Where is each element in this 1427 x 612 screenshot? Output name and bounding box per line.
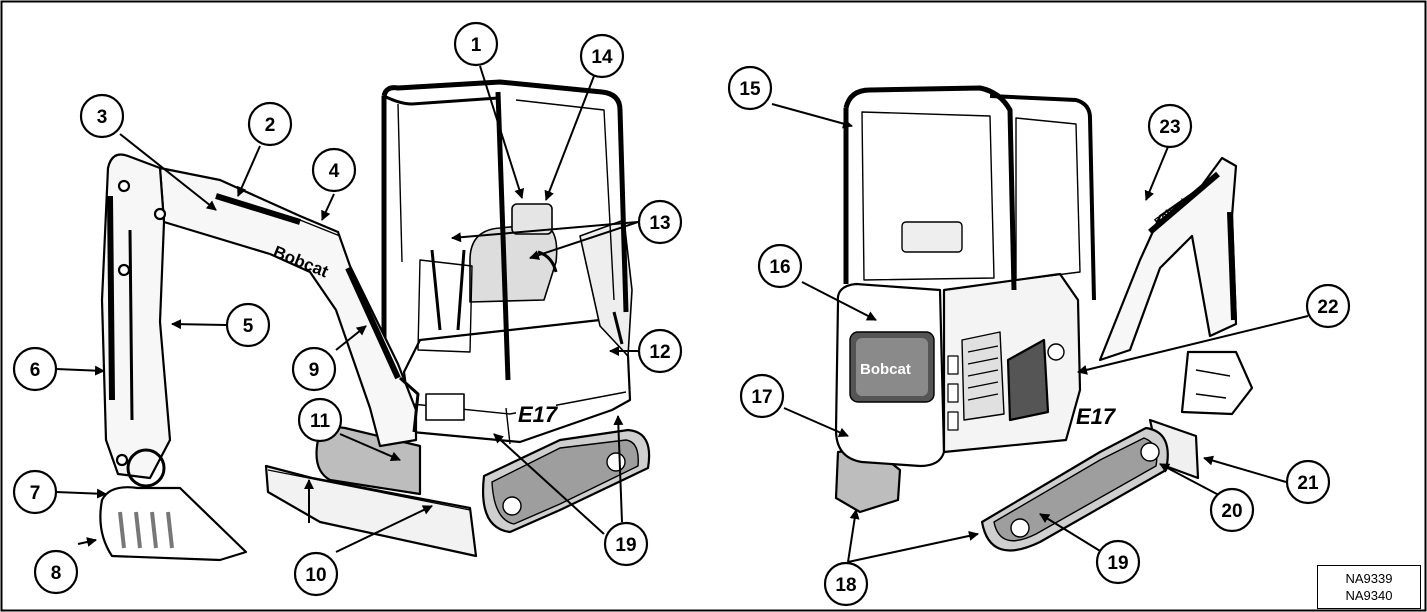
callout-17-label: 17: [751, 387, 772, 408]
figure-code-2: NA9340: [1345, 588, 1393, 603]
callout-14: 14: [579, 33, 625, 79]
callout-12: 12: [637, 328, 683, 374]
boom: [158, 166, 418, 448]
callout-3-label: 3: [97, 107, 108, 128]
callout-21: 21: [1285, 459, 1331, 505]
callout-16-label: 16: [769, 257, 790, 278]
model-badge-rear: E17: [1076, 404, 1117, 429]
bucket: [99, 486, 248, 562]
callout-19-front: 19: [603, 521, 649, 567]
callout-17: 17: [739, 373, 785, 419]
boom-rear: [1098, 156, 1238, 362]
callout-18: 18: [823, 561, 869, 607]
callout-12-label: 12: [649, 342, 670, 363]
callout-8: 8: [33, 549, 79, 595]
callout-3: 3: [79, 93, 125, 139]
callout-16: 16: [757, 243, 803, 289]
callout-23-label: 23: [1159, 117, 1180, 138]
callout-11: 11: [297, 397, 343, 443]
callout-1: 1: [453, 21, 499, 67]
model-badge-front: E17: [518, 402, 559, 427]
callout-2: 2: [247, 101, 293, 147]
callout-10-label: 10: [305, 565, 326, 586]
rear-decal-logo: Bobcat: [860, 361, 911, 378]
callout-19-rear: 19: [1095, 539, 1141, 585]
leader-lines: [55, 65, 1309, 563]
callout-9: 9: [291, 346, 337, 392]
callout-19-rear-label: 19: [1107, 553, 1128, 574]
callout-23: 23: [1147, 103, 1193, 149]
callout-4-label: 4: [329, 161, 340, 182]
callout-20: 20: [1209, 487, 1255, 533]
canopy-frame-rear: [843, 85, 1017, 291]
callout-18-label: 18: [835, 575, 856, 596]
callout-19-front-label: 19: [615, 535, 636, 556]
callout-5: 5: [225, 302, 271, 348]
callout-9-label: 9: [309, 360, 320, 381]
callout-7-label: 7: [30, 483, 41, 504]
callout-14-label: 14: [591, 47, 613, 68]
callout-13-label: 13: [649, 213, 670, 234]
callouts: 1 2 3 4 5 6 7 8 9 10 11 12 13 14 15 16 1…: [12, 21, 1351, 607]
bucket-rear: [1180, 350, 1254, 416]
callout-15: 15: [727, 65, 773, 111]
callout-15-label: 15: [739, 79, 761, 100]
callout-6-label: 6: [30, 360, 41, 381]
callout-1-label: 1: [471, 35, 482, 56]
callout-13: 13: [637, 199, 683, 245]
figure-code-box: NA9339 NA9340: [1317, 565, 1421, 609]
callout-21-label: 21: [1297, 473, 1319, 494]
callout-22: 22: [1305, 283, 1351, 329]
callout-7: 7: [12, 469, 58, 515]
figure-code-1: NA9339: [1345, 571, 1393, 586]
callout-22-label: 22: [1317, 297, 1338, 318]
excavator-rear-view: Bobcat Bobcat E17: [834, 85, 1254, 552]
callout-10: 10: [293, 551, 339, 597]
excavator-front-view: Bobcat E17: [99, 79, 651, 562]
callout-6: 6: [12, 346, 58, 392]
callout-5-label: 5: [243, 316, 254, 337]
callout-11-label: 11: [310, 411, 331, 432]
dozer-blade: [264, 464, 478, 558]
callout-20-label: 20: [1221, 501, 1242, 522]
dipper-arm: [100, 153, 172, 480]
callout-8-label: 8: [51, 563, 62, 584]
callout-4: 4: [311, 147, 357, 193]
callout-2-label: 2: [265, 115, 276, 136]
